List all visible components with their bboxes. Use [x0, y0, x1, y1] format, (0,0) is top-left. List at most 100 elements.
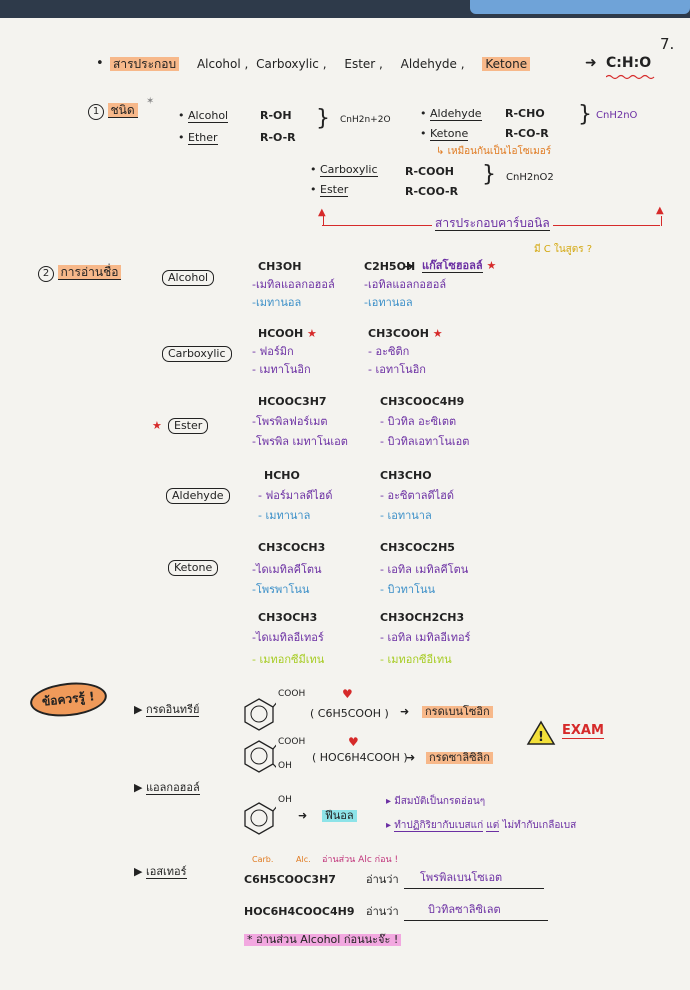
general-formula-3: CnH2nO2	[506, 172, 554, 183]
ester-left-name2: -โพรพิล เมทาโนเอต	[252, 435, 348, 448]
acid-label: ▶ กรดอินทรีย์	[134, 703, 200, 717]
alcohol-left-name1: -เมทิลแอลกอฮอล์	[252, 278, 335, 291]
ester-hint-carb: Carb.	[252, 855, 274, 864]
row-ketone: • Ketone	[420, 127, 469, 141]
salicylic-formula: ( HOC6H4COOH )	[312, 751, 408, 764]
aldehyde-right-name1: - อะซิตาลดีไฮด์	[380, 489, 455, 502]
ester-formula-1: C6H5COOC3H7	[244, 873, 336, 886]
wavy-underline	[606, 74, 655, 80]
title-item-alcohol: Alcohol ,	[196, 57, 249, 71]
benzoic-formula: ( C6H5COOH )	[310, 707, 389, 720]
isomer-note: ↳ เหมือนกันเป็นไอโซเมอร์	[436, 146, 552, 157]
title-item-aldehyde: Aldehyde ,	[400, 57, 465, 71]
row-ester: • Ester	[310, 183, 349, 197]
ratio-text: C:H:O	[606, 55, 652, 71]
phenol-note-2a: ทำปฏิกิริยากับเบสแก่	[394, 820, 484, 832]
benzene-ring-icon	[244, 802, 276, 835]
row-ester-formula: R-COO-R	[405, 185, 459, 198]
arrow-up-right-icon: ▲	[656, 205, 664, 216]
read-as-1: อ่านว่า	[366, 873, 399, 886]
arrow-icon-5: ➜	[298, 809, 308, 822]
phenol-note-1: ▸ มีสมบัติเป็นกรดอ่อนๆ	[386, 796, 486, 807]
group-box-aldehyde: Aldehyde	[166, 488, 230, 505]
row-ether-formula: R-O-R	[260, 131, 296, 144]
section1-label: ชนิด	[107, 103, 138, 118]
carboxylic-right-formula-text: CH3COOH	[368, 327, 429, 340]
isomer-note-text: เหมือนกันเป็นไอโซเมอร์	[447, 146, 552, 157]
ketone-right-formula: CH3COC2H5	[380, 541, 455, 554]
ether-right-formula: CH3OCH2CH3	[380, 611, 465, 624]
answer-line-1	[404, 888, 544, 889]
ether-left-formula: CH3OCH3	[258, 611, 318, 624]
section2-heading: 2 การอ่านชื่อ	[38, 265, 122, 282]
ester-formula-2: HOC6H4COOC4H9	[244, 905, 355, 918]
title-item-ester: Ester ,	[344, 57, 383, 71]
ester-left-name1: -โพรพิลฟอร์เมต	[252, 415, 328, 428]
alcohol-right-name1: -เอทิลแอลกอฮอล์	[364, 278, 447, 291]
title-item-carboxylic: Carboxylic ,	[256, 57, 327, 71]
row-alcohol: • Alcohol	[178, 109, 229, 123]
row-ketone-formula: R-CO-R	[505, 127, 549, 140]
exam-label: EXAM	[562, 723, 604, 739]
carboxylic-left-name1: - ฟอร์มิก	[252, 345, 294, 358]
heart-icon: ♥	[348, 735, 359, 749]
star-icon: ★	[307, 327, 317, 340]
warning-icon: !	[526, 720, 556, 745]
alcohol-right-name2: -เอทานอล	[364, 296, 413, 309]
section1-heading: 1 ชนิด	[88, 103, 138, 120]
title-prefix: สารประกอบ	[110, 57, 180, 71]
group-box-ketone: Ketone	[168, 560, 219, 577]
aldehyde-left-name2: - เมทานาล	[258, 509, 311, 522]
group-box-alcohol: Alcohol	[162, 270, 215, 287]
acid-label-text: กรดอินทรีย์	[145, 703, 200, 717]
carboxylic-right-name2: - เอทาโนอิก	[368, 363, 426, 376]
tips-badge: ข้อควรรู้ !	[28, 679, 109, 721]
carbonyl-tick-right	[661, 216, 662, 226]
carbonyl-note: มี C ในสูตร ?	[534, 244, 593, 255]
read-as-2: อ่านว่า	[366, 905, 399, 918]
carbonyl-label-text: สารประกอบคาร์บอนิล	[435, 216, 550, 231]
ether-right-name2: - เมทอกซีอีเทน	[380, 653, 452, 666]
star-icon: ★	[152, 419, 162, 432]
arrow-icon: ➜	[585, 55, 597, 71]
aldehyde-left-formula: HCHO	[264, 469, 300, 482]
svg-text:!: !	[538, 730, 544, 745]
carboxylic-left-formula: HCOOH ★	[258, 327, 317, 340]
phenol-note-2b: แต่	[486, 820, 500, 832]
ketone-right-name2: - บิวทาโนน	[380, 583, 435, 596]
ester-right-name2: - บิวทิลเอทาโนเอต	[380, 435, 470, 448]
salicylic-substituent-2: OH	[278, 761, 292, 771]
ester-name-1: โพรพิลเบนโซเอต	[420, 871, 503, 884]
alcohol-left-name2: -เมทานอล	[252, 296, 302, 309]
alcohol-tip-label: ▶ แอลกอฮอล์	[134, 781, 200, 795]
alcohol-tip-label-text: แอลกอฮอล์	[145, 781, 200, 795]
row-ester-name: Ester	[320, 183, 349, 197]
brace-2: }	[578, 102, 592, 127]
ester-tip-label: ▶ เอสเทอร์	[134, 865, 187, 879]
benzene-ring-icon	[244, 740, 276, 773]
row-aldehyde-name: Aldehyde	[430, 107, 482, 121]
ketone-left-name2: -โพรพาโนน	[252, 583, 310, 596]
star-icon: ★	[486, 259, 497, 272]
arrow-icon-4: ➜	[406, 751, 416, 764]
ester-right-formula: CH3COOC4H9	[380, 395, 465, 408]
title-line: สารประกอบ Alcohol , Carboxylic , Ester ,…	[110, 57, 531, 71]
footer-note: * อ่านส่วน Alcohol ก่อนนะจ๊ะ !	[244, 933, 402, 947]
ketone-left-name1: -ไดเมทิลคีโตน	[252, 563, 322, 576]
carboxylic-right-name1: - อะซิติก	[368, 345, 410, 358]
page-number: 7.	[660, 35, 675, 53]
ketone-left-formula: CH3COCH3	[258, 541, 326, 554]
benzoic-name: กรดเบนโซอิก	[422, 705, 493, 719]
ester-left-formula: HCOOC3H7	[258, 395, 327, 408]
group-box-carboxylic: Carboxylic	[162, 346, 232, 363]
sparkle-icon: ✶	[146, 96, 155, 107]
star-icon: ★	[432, 327, 443, 340]
title-item-ketone: Ketone	[482, 57, 531, 71]
ester-tip-label-text: เอสเทอร์	[145, 865, 187, 879]
section2-number: 2	[38, 266, 54, 282]
brace-1: }	[316, 106, 330, 131]
row-ether: • Ether	[178, 131, 218, 145]
aldehyde-left-name1: - ฟอร์มาลดีไฮด์	[258, 489, 333, 502]
alcohol-right-tag: แก๊สโซฮอลล์ ★	[422, 259, 497, 273]
